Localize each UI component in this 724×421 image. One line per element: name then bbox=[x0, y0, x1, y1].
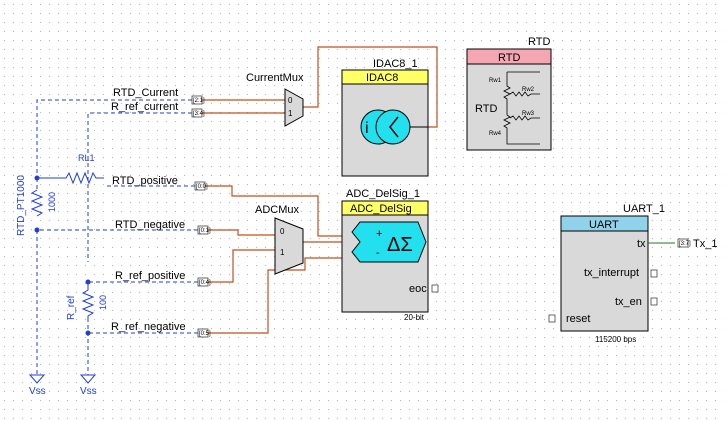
pin-glyph-r-ref-negative[interactable]: [0:5] bbox=[197, 328, 211, 338]
rtd-center-label: RTD bbox=[475, 103, 497, 115]
svg-text:-: - bbox=[376, 247, 380, 259]
adc-mux-body[interactable] bbox=[274, 217, 304, 275]
current-mux-title: CurrentMux bbox=[246, 72, 304, 84]
label-tx-1: Tx_1 bbox=[693, 238, 717, 250]
idac8-header bbox=[341, 69, 429, 85]
adc-delsig-component[interactable]: ADC_DelSig_1 ADC_DelSig ΔΣ + - eoc 20-bi… bbox=[341, 188, 439, 322]
svg-text:[3:7]: [3:7] bbox=[679, 241, 691, 247]
svg-text:Rw4: Rw4 bbox=[489, 131, 502, 137]
svg-text:Rw1: Rw1 bbox=[489, 78, 502, 84]
uart-instance-name: UART_1 bbox=[623, 203, 665, 215]
adc-resolution: 20-bit bbox=[404, 313, 425, 322]
pin-glyph-rtd-current[interactable]: [2:1] bbox=[191, 95, 205, 105]
label-rtd-negative: RTD_negative bbox=[115, 219, 185, 231]
uart-tx-interrupt-terminal[interactable] bbox=[650, 269, 658, 278]
pin-glyph-r-ref-positive[interactable]: [0:4] bbox=[197, 277, 211, 287]
svg-text:0: 0 bbox=[288, 96, 293, 105]
uart-baud: 115200 bps bbox=[595, 335, 636, 344]
label-r-ref-negative: R_ref_negative bbox=[111, 321, 186, 333]
svg-text:1: 1 bbox=[280, 248, 285, 257]
zigzag-rl1-icon bbox=[37, 171, 104, 185]
rtd-header-label: RTD bbox=[498, 52, 520, 64]
zigzag-r-ref-icon bbox=[81, 282, 95, 318]
rtd-component[interactable]: RTD RTD RTD Rw1 Rw2 Rw3 Rw4 bbox=[466, 36, 552, 151]
uart-reset-terminal[interactable] bbox=[548, 314, 556, 323]
rtd-body[interactable] bbox=[466, 48, 552, 151]
delta-sigma-icon: ΔΣ + - bbox=[351, 221, 427, 263]
label-r-ref-value: 100 bbox=[98, 295, 108, 310]
svg-text:0: 0 bbox=[280, 227, 285, 236]
svg-text:[0:5]: [0:5] bbox=[199, 331, 211, 337]
svg-text:[0:1]: [0:1] bbox=[199, 228, 211, 234]
uart-component[interactable]: UART_1 UART tx tx_interrupt tx_en reset … bbox=[548, 203, 717, 344]
idac8-header-label: IDAC8 bbox=[366, 72, 398, 84]
svg-text:Rw3: Rw3 bbox=[522, 111, 535, 117]
resistor-rtd-pt1000[interactable]: RTD_PT1000 1000 bbox=[16, 175, 57, 236]
label-rtd-pt1000: RTD_PT1000 bbox=[16, 175, 27, 236]
idac8-instance-name: IDAC8_1 bbox=[373, 58, 418, 70]
svg-text:+: + bbox=[376, 228, 382, 240]
uart-tx-interrupt-label: tx_interrupt bbox=[584, 267, 639, 279]
adc-instance-name: ADC_DelSig_1 bbox=[346, 188, 420, 200]
resistor-rl1[interactable]: RL1 bbox=[37, 153, 104, 185]
uart-body[interactable] bbox=[560, 215, 649, 332]
current-source-icon: i bbox=[360, 109, 411, 145]
svg-text:i: i bbox=[365, 120, 369, 137]
uart-header-label: UART bbox=[589, 219, 619, 231]
adc-mux-title: ADCMux bbox=[255, 204, 300, 216]
uart-tx-en-terminal[interactable] bbox=[650, 297, 658, 306]
idac8-component[interactable]: IDAC8_1 IDAC8 i bbox=[341, 58, 429, 177]
zigzag-rtd-icon bbox=[30, 189, 44, 217]
uart-tx-en-label: tx_en bbox=[615, 296, 642, 308]
net-r-ref-current[interactable] bbox=[87, 112, 192, 262]
svg-text:[2:1]: [2:1] bbox=[193, 98, 205, 104]
dashed-nets bbox=[36, 99, 198, 375]
ground-icon bbox=[28, 374, 46, 384]
uart-tx-label: tx bbox=[637, 238, 646, 250]
svg-text:[0:4]: [0:4] bbox=[199, 280, 211, 286]
rtd-instance-name: RTD bbox=[528, 36, 550, 48]
wire-r-ref-positive[interactable] bbox=[208, 249, 275, 283]
label-rtd-current: RTD_Current bbox=[113, 87, 178, 99]
label-r-ref-positive: R_ref_positive bbox=[115, 270, 185, 282]
rtd-header bbox=[466, 48, 552, 65]
vss-right[interactable]: Vss bbox=[79, 374, 97, 397]
current-mux-body[interactable] bbox=[284, 88, 304, 127]
adc-header-label: ADC_DelSig bbox=[350, 203, 412, 215]
label-rl1: RL1 bbox=[78, 153, 95, 163]
current-mux[interactable]: CurrentMux 0 1 bbox=[246, 72, 304, 127]
vss-left[interactable]: Vss bbox=[28, 374, 46, 397]
wire-rtd-negative[interactable] bbox=[208, 229, 275, 236]
resistor-r-ref[interactable]: R_ref 100 bbox=[66, 282, 108, 320]
pin-glyph-r-ref-current[interactable]: [3:4] bbox=[191, 108, 205, 118]
ground-icon bbox=[79, 374, 97, 384]
adc-mux[interactable]: ADCMux 0 1 bbox=[255, 204, 304, 275]
uart-reset-label: reset bbox=[566, 313, 590, 325]
adc-eoc-label: eoc bbox=[409, 283, 427, 295]
uart-header bbox=[560, 215, 649, 232]
label-r-ref: R_ref bbox=[66, 295, 77, 320]
pin-glyph-tx1[interactable]: [3:7] bbox=[677, 238, 691, 248]
pin-glyph-rtd-positive[interactable]: [0:0] bbox=[194, 181, 208, 191]
svg-text:ΔΣ: ΔΣ bbox=[387, 234, 413, 256]
wire-rtd-positive[interactable] bbox=[205, 185, 356, 237]
rtd-symbol bbox=[503, 71, 540, 145]
label-vss-left: Vss bbox=[29, 386, 46, 397]
svg-text:1: 1 bbox=[288, 109, 293, 118]
svg-text:[3:4]: [3:4] bbox=[193, 111, 205, 117]
adc-eoc-terminal[interactable] bbox=[431, 284, 439, 293]
label-rtd-positive: RTD_positive bbox=[112, 175, 178, 187]
junction-dots bbox=[34, 175, 91, 336]
pin-glyph-rtd-negative[interactable]: [0:1] bbox=[197, 225, 211, 235]
svg-text:Rw2: Rw2 bbox=[522, 87, 535, 93]
label-r-ref-current: R_ref_current bbox=[111, 101, 178, 113]
net-rtd-current[interactable] bbox=[36, 99, 192, 178]
adc-header bbox=[341, 200, 429, 216]
label-rtd-value: 1000 bbox=[47, 192, 57, 212]
svg-text:[0:0]: [0:0] bbox=[196, 184, 208, 190]
wire-mux-to-idac[interactable] bbox=[303, 46, 438, 128]
label-vss-right: Vss bbox=[80, 386, 97, 397]
